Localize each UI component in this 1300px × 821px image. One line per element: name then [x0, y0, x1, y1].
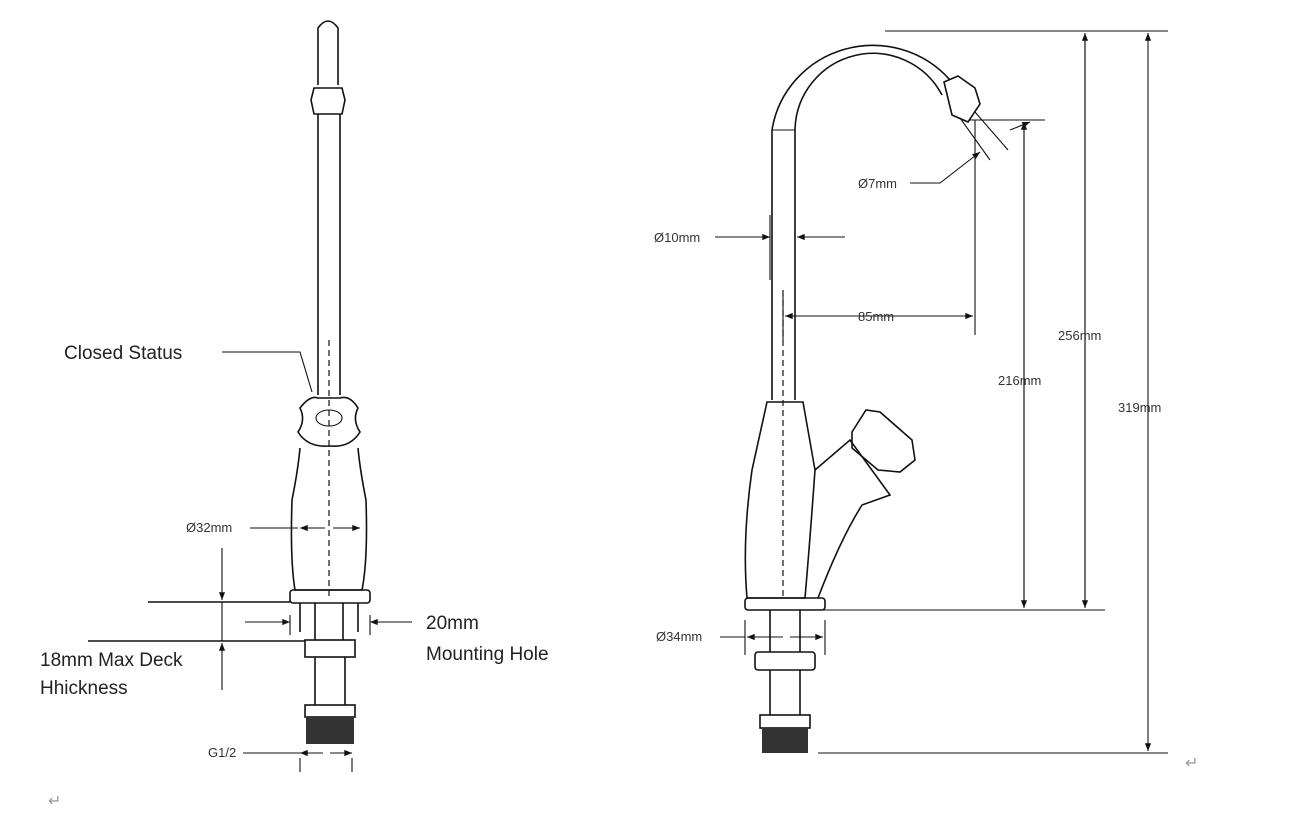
left-dimensions [88, 351, 412, 772]
side-handle [851, 409, 916, 473]
spout-inner-arc [794, 52, 943, 131]
spout-nut [310, 87, 346, 115]
right-faucet-side-view [744, 44, 1009, 753]
valve-arm [814, 438, 892, 599]
reach-label: 85mm [858, 309, 894, 324]
faucet-body [744, 401, 816, 599]
faucet-body [290, 447, 368, 591]
left-faucet-front-view [289, 20, 371, 744]
spout-nozzle [943, 75, 981, 124]
closed-status-label: Closed Status [64, 343, 182, 364]
fitting-nut [304, 704, 356, 718]
outlet-diameter-label: Ø7mm [858, 176, 897, 191]
outlet-height-label: 216mm [998, 373, 1041, 388]
base-diameter-label: Ø34mm [656, 629, 702, 644]
mounting-hole-size-label: 20mm [426, 613, 479, 634]
base-plate [744, 597, 826, 611]
fitting-nut [759, 714, 811, 729]
spout-height-label: 256mm [1058, 328, 1101, 343]
handle [297, 396, 361, 448]
mounting-hole-label: Mounting Hole [426, 644, 549, 665]
pipe-diameter-label: Ø10mm [654, 230, 700, 245]
lock-nut [754, 651, 816, 671]
right-dimensions [715, 30, 1168, 754]
paragraph-mark: ↵ [48, 793, 61, 810]
lock-nut [304, 639, 356, 658]
base-plate [289, 589, 371, 604]
spout-outer-arc [771, 44, 951, 131]
thread [306, 717, 354, 744]
total-height-label: 319mm [1118, 400, 1161, 415]
thread [762, 728, 808, 753]
deck-thickness-label-line1: 18mm Max Deck [40, 650, 183, 671]
body-diameter-label: Ø32mm [186, 520, 232, 535]
spout-pipe [317, 114, 341, 395]
deck-thickness-label-line2: Hhickness [40, 678, 128, 699]
thread-size-label: G1/2 [208, 745, 236, 760]
paragraph-mark: ↵ [1185, 755, 1198, 772]
spout-pipe [771, 130, 796, 400]
spout-tip [317, 20, 339, 85]
